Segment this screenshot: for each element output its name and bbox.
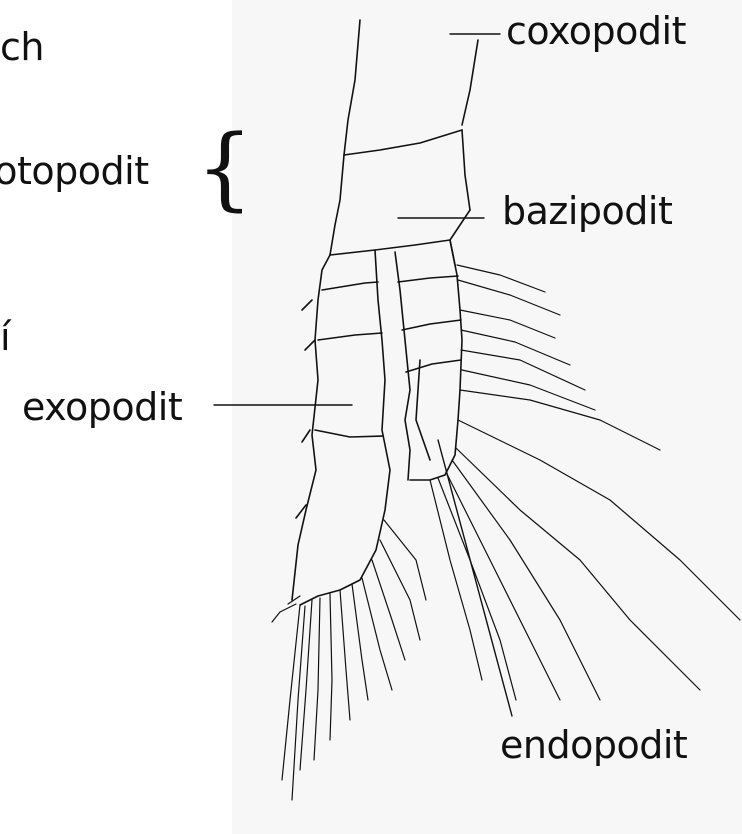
endopodit-leader-line (438, 440, 512, 716)
endopodit-label: endopodit (500, 726, 687, 764)
exopodit-ramus (292, 250, 390, 605)
exopodit-label: exopodit (22, 388, 182, 426)
protopodit-label: rotopodit (0, 152, 149, 190)
partial-label-i: í (0, 318, 10, 356)
lateral-setae (457, 265, 595, 410)
leader-lines (214, 34, 512, 716)
coxopodit-label: coxopodit (506, 12, 686, 50)
partial-label-ch: ch (0, 28, 44, 66)
endopodit-ramus (395, 240, 462, 480)
coxopodit-segment (330, 20, 478, 255)
endopodit-setae (430, 390, 740, 700)
exopodit-setae (272, 520, 426, 800)
bazipodit-label: bazipodit (502, 192, 672, 230)
protopodit-brace: { (196, 124, 253, 214)
